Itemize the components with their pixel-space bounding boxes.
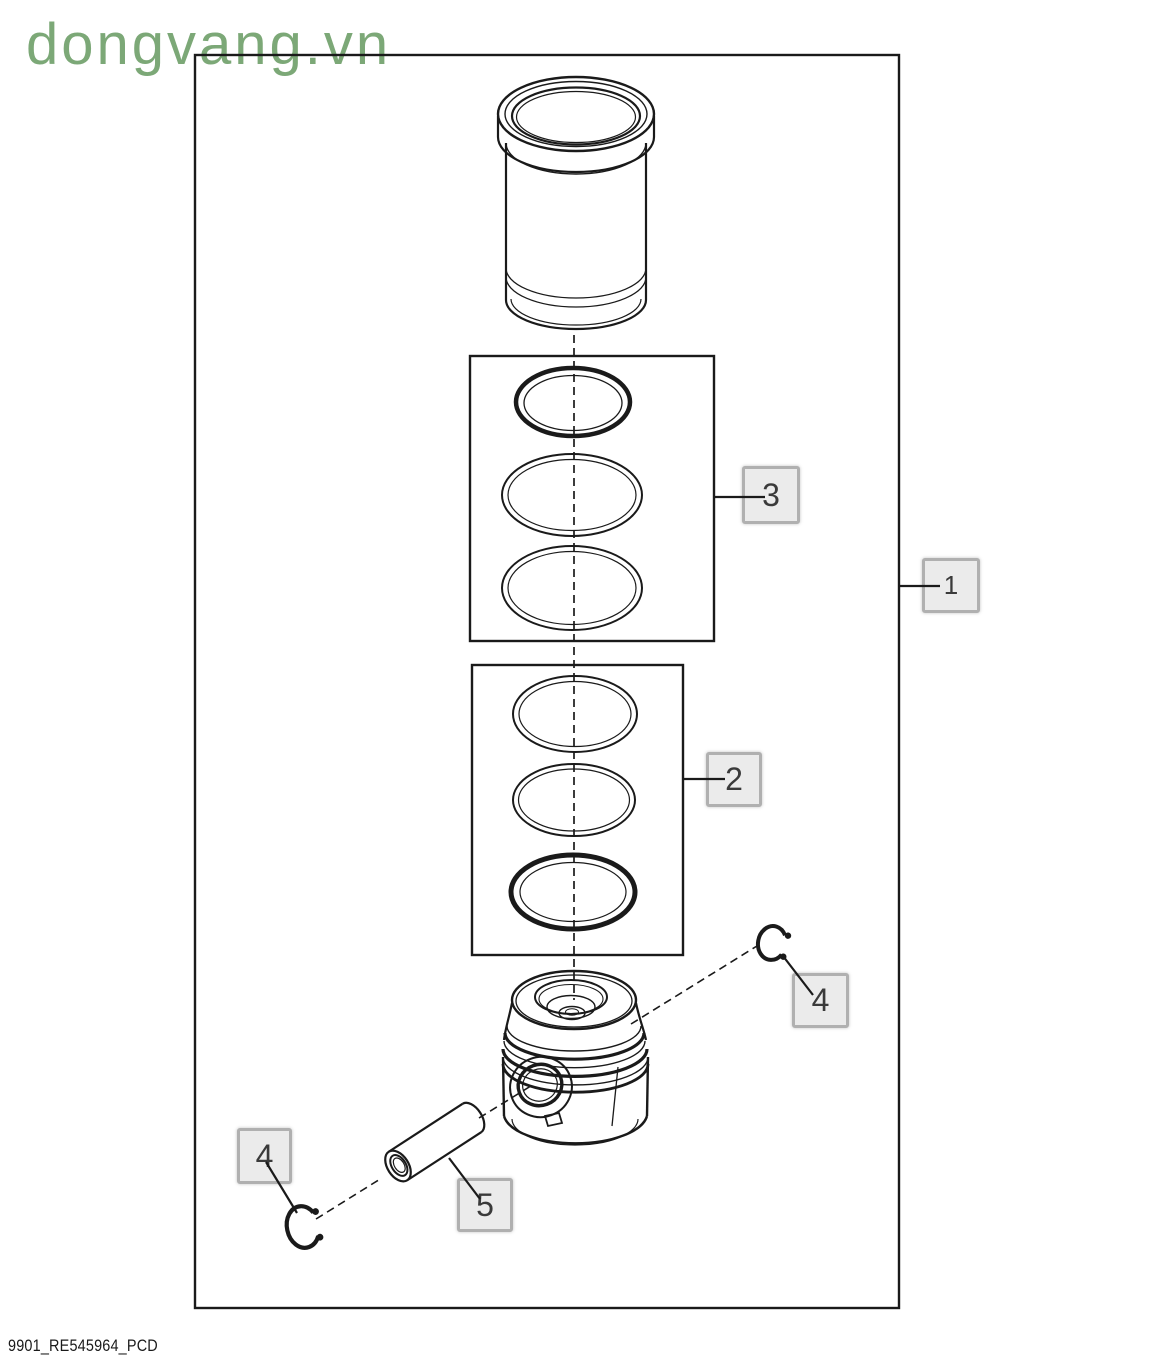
ring-set-box-top (468, 354, 716, 643)
diagram-border (193, 53, 901, 1310)
piston-pin-boss (509, 1055, 573, 1128)
ring-set-box-bottom (470, 663, 685, 957)
piston-ring (513, 365, 633, 439)
callout-4-lower-label: 4 (255, 1137, 274, 1174)
piston-ring (508, 852, 638, 932)
callout-2-label: 2 (725, 761, 743, 797)
callout-leader-lines (265, 495, 940, 1214)
callout-5[interactable]: 5 (457, 1178, 513, 1232)
snap-ring-lower (284, 1204, 324, 1250)
callout-1-label: 1 (943, 570, 959, 600)
callout-4-upper-label: 4 (811, 982, 830, 1018)
piston-ring (512, 763, 636, 837)
callout-3[interactable]: 3 (742, 466, 800, 524)
snap-ring-upper (755, 924, 792, 962)
callout-2[interactable]: 2 (706, 752, 762, 807)
callout-4-lower[interactable]: 4 (237, 1128, 292, 1184)
piston-drawing (501, 969, 650, 1146)
watermark-logo: dongvang.vn (26, 12, 392, 77)
callout-1[interactable]: 1 (922, 558, 980, 613)
callout-3-label: 3 (762, 476, 780, 513)
pin-axis-centerline (315, 945, 758, 1220)
piston-ring (512, 675, 638, 753)
cylinder-liner-drawing (496, 75, 656, 331)
figure-id-caption: 9901_RE545964_PCD (8, 1336, 158, 1355)
piston-pin-drawing (384, 1101, 486, 1183)
piston-ring (501, 453, 643, 537)
callout-4-upper[interactable]: 4 (792, 973, 849, 1028)
callout-5-label: 5 (476, 1186, 494, 1223)
piston-ring (501, 545, 643, 631)
